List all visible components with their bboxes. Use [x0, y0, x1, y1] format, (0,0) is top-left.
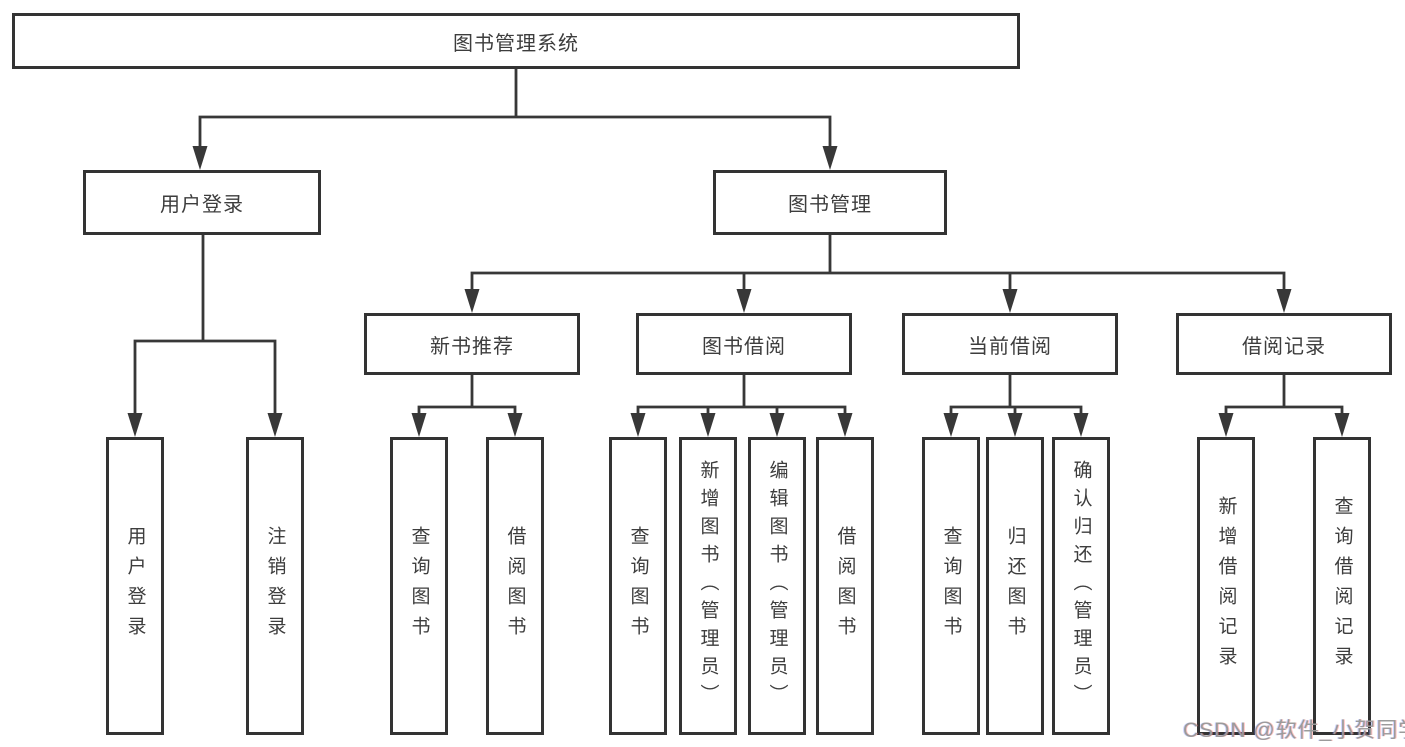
node-new-book-recommendation: 新书推荐: [364, 313, 580, 375]
arrow-down-icon: [769, 413, 785, 437]
arrow-down-icon: [822, 146, 838, 170]
arrow-down-icon: [1276, 289, 1292, 313]
arrow-down-icon: [1073, 413, 1089, 437]
arrow-down-icon: [630, 413, 646, 437]
node-return-books: 归还图书: [986, 437, 1044, 735]
connector-level2-bracket: [470, 271, 1286, 293]
node-label: 新增借阅记录: [1215, 496, 1237, 676]
node-query-borrow-record: 查询借阅记录: [1313, 437, 1371, 735]
node-query-books-current: 查询图书: [922, 437, 980, 735]
node-label: 新书推荐: [430, 335, 514, 358]
node-add-books-admin: 新增图书（管理员）: [679, 437, 737, 735]
node-user-login-leaf: 用户登录: [106, 437, 164, 735]
node-confirm-return-admin: 确认归还（管理员）: [1052, 437, 1110, 735]
connector-current-bracket: [949, 405, 1083, 417]
node-edit-books-admin: 编辑图书（管理员）: [748, 437, 806, 735]
connector-level1-bracket: [198, 115, 832, 150]
node-label: 图书借阅: [702, 335, 786, 358]
connector-newbook-bracket: [417, 405, 517, 417]
arrow-down-icon: [267, 413, 283, 437]
node-user-login: 用户登录: [83, 170, 321, 235]
node-label: 当前借阅: [968, 335, 1052, 358]
node-current-borrowing: 当前借阅: [902, 313, 1118, 375]
node-borrow-books-recommend: 借阅图书: [486, 437, 544, 735]
node-label: 查询图书: [627, 526, 649, 646]
arrow-down-icon: [943, 413, 959, 437]
node-label: 编辑图书（管理员）: [766, 460, 788, 712]
node-logout-login: 注销登录: [246, 437, 304, 735]
arrow-down-icon: [1218, 413, 1234, 437]
arrow-down-icon: [1334, 413, 1350, 437]
connector-records-bracket: [1224, 405, 1344, 417]
node-query-books-borrowing: 查询图书: [609, 437, 667, 735]
connector-userlogin-bracket: [133, 339, 277, 417]
node-label: 借阅图书: [504, 526, 526, 646]
arrow-down-icon: [411, 413, 427, 437]
node-label: 归还图书: [1004, 526, 1026, 646]
node-label: 借阅记录: [1242, 335, 1326, 358]
node-library-management-system: 图书管理系统: [12, 13, 1020, 69]
arrow-down-icon: [1007, 413, 1023, 437]
node-label: 借阅图书: [834, 526, 856, 646]
node-label: 用户登录: [124, 526, 146, 646]
node-label: 查询借阅记录: [1331, 496, 1353, 676]
node-label: 确认归还（管理员）: [1070, 460, 1092, 712]
node-label: 图书管理: [788, 194, 872, 216]
arrow-down-icon: [127, 413, 143, 437]
node-label: 新增图书（管理员）: [697, 460, 719, 712]
node-book-management: 图书管理: [713, 170, 947, 235]
arrow-down-icon: [837, 413, 853, 437]
node-label: 用户登录: [160, 194, 244, 216]
node-add-borrow-record: 新增借阅记录: [1197, 437, 1255, 735]
connector-borrowing-bracket: [636, 405, 847, 417]
arrow-down-icon: [1002, 289, 1018, 313]
node-query-books-recommend: 查询图书: [390, 437, 448, 735]
arrow-down-icon: [507, 413, 523, 437]
arrow-down-icon: [700, 413, 716, 437]
arrow-down-icon: [192, 146, 208, 170]
arrow-down-icon: [464, 289, 480, 313]
node-label: 查询图书: [940, 526, 962, 646]
node-label: 图书管理系统: [453, 32, 579, 55]
arrow-down-icon: [736, 289, 752, 313]
node-book-borrowing: 图书借阅: [636, 313, 852, 375]
csdn-watermark: CSDN @软件_小贺同学: [1183, 719, 1405, 742]
node-label: 查询图书: [408, 526, 430, 646]
node-borrow-books-borrowing: 借阅图书: [816, 437, 874, 735]
node-borrowing-records: 借阅记录: [1176, 313, 1392, 375]
node-label: 注销登录: [264, 526, 286, 646]
